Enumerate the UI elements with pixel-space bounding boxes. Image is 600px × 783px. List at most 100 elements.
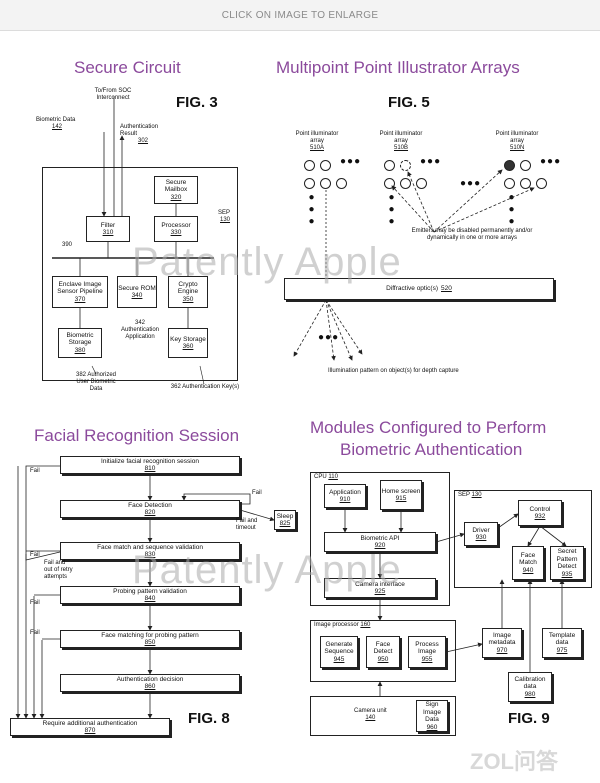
process-image-text: Process Image [415, 640, 439, 656]
sign-image-box[interactable]: Sign Image Data 960 [416, 700, 448, 732]
fail-4: Fail [30, 600, 40, 606]
dots-b-down: ●●● [386, 192, 397, 228]
control-num: 932 [534, 513, 546, 520]
filter-box[interactable]: Filter 310 [86, 216, 130, 242]
array-b-label: Point illuminator array [379, 131, 423, 144]
array-a-num: 510A [310, 145, 325, 151]
image-metadata-num: 970 [496, 646, 508, 654]
biometric-data-num: 142 [52, 124, 63, 130]
step-init-text: Initialize facial recognition session [101, 457, 199, 465]
step-init[interactable]: Initialize facial recognition session 81… [60, 456, 240, 474]
secure-mailbox-box[interactable]: Secure Mailbox 320 [154, 176, 198, 204]
biometric-api-box[interactable]: Biometric API 920 [324, 532, 436, 552]
secret-pattern-num: 935 [561, 570, 573, 578]
secure-rom-num: 340 [131, 292, 143, 299]
sep9-label: SEP 130 [458, 492, 482, 498]
step-face-matching-probing-text: Face matching for probing pattern [101, 631, 199, 639]
emitter-a1 [304, 160, 315, 171]
camera-interface-text: Camera interface [355, 580, 405, 588]
dots-a-down: ●●● [306, 192, 317, 228]
fig9-panel[interactable]: Modules Configured to Perform Biometric … [304, 414, 596, 740]
process-image-box[interactable]: Process Image 955 [408, 636, 446, 668]
emitter-a3 [304, 178, 315, 189]
driver-text: Driver [472, 526, 490, 534]
biometric-storage-box[interactable]: Biometric Storage 380 [58, 328, 102, 358]
step-face-match-text: Face match and sequence validation [97, 543, 203, 551]
face-match-num: 940 [522, 566, 534, 574]
cpu-label: CPU 110 [314, 474, 338, 480]
sep-num: 130 [220, 217, 231, 223]
emitter-n2 [520, 160, 531, 171]
emitter-n4 [520, 178, 531, 189]
step-face-match[interactable]: Face match and sequence validation 830 [60, 542, 240, 560]
control-box[interactable]: Control 932 [518, 500, 562, 526]
enclave-pipeline-box[interactable]: Enclave Image Sensor Pipeline 370 [52, 276, 108, 308]
face-detect-box[interactable]: Face Detect 950 [366, 636, 400, 668]
key-storage-num: 360 [182, 343, 194, 350]
step-probing-validation-text: Probing pattern validation [113, 587, 187, 595]
generate-sequence-box[interactable]: Generate Sequence 945 [320, 636, 358, 668]
diffractive-optic-box[interactable]: Diffractive optic(s) 520 [284, 278, 554, 300]
dots-rays: ●●● [318, 332, 340, 343]
fig9-heading-1: Modules Configured to Perform [310, 418, 547, 437]
home-screen-num: 915 [395, 495, 407, 502]
secure-rom-text: Secure ROM [118, 284, 156, 292]
fig3-panel[interactable]: Secure Circuit FIG. 3 To/From SOC Interc… [4, 36, 296, 408]
application-box[interactable]: Application 910 [324, 484, 366, 508]
emitter-b2 [400, 160, 411, 171]
sleep-text: Sleep [276, 512, 294, 520]
face-detect-text: Face Detect [373, 640, 393, 656]
processor-box[interactable]: Processor 330 [154, 216, 198, 242]
generate-sequence-num: 945 [333, 655, 345, 663]
array-n-num: 510N [510, 145, 525, 151]
face-match-box[interactable]: Face Match 940 [512, 546, 544, 580]
fail-timeout: Fail and timeout [236, 518, 258, 531]
process-image-num: 955 [421, 655, 433, 663]
biometric-api-num: 920 [374, 542, 386, 549]
biometric-api-text: Biometric API [360, 534, 400, 542]
crypto-engine-box[interactable]: Crypto Engine 350 [168, 276, 208, 308]
soc-interconnect-label: To/From SOC Interconnect [94, 88, 132, 101]
emitter-n1 [504, 160, 515, 171]
top-bar[interactable]: CLICK ON IMAGE TO ENLARGE [0, 0, 600, 31]
corner-logo: ZOL问答 [470, 749, 558, 774]
fig5-panel[interactable]: Multipoint Point Illustrator Arrays FIG.… [276, 36, 596, 408]
emitter-b5 [416, 178, 427, 189]
secure-rom-box[interactable]: Secure ROM 340 [117, 276, 157, 308]
calibration-text: Calibration data [514, 675, 546, 691]
emitter-b1 [384, 160, 395, 171]
require-additional-box[interactable]: Require additional authentication 870 [10, 718, 170, 736]
step-face-matching-probing-num: 850 [144, 639, 156, 646]
step-probing-validation-num: 840 [144, 595, 156, 602]
fail-retry: Fail and out of retry attempts [44, 560, 73, 580]
require-text: Require additional authentication [42, 719, 138, 727]
require-num: 870 [84, 727, 96, 734]
home-screen-box[interactable]: Home screen 915 [380, 480, 422, 510]
auth-result-num: 302 [138, 138, 149, 144]
enclave-num: 370 [74, 295, 86, 303]
emitter-a2 [320, 160, 331, 171]
face-detect-num: 950 [377, 655, 389, 663]
template-data-box[interactable]: Template data 975 [542, 628, 582, 658]
calibration-box[interactable]: Calibration data 980 [508, 672, 552, 702]
diffractive-num: 520 [441, 285, 452, 293]
emitter-n5 [536, 178, 547, 189]
array-a-label: Point illuminator array [295, 131, 339, 144]
calibration-num: 980 [524, 690, 536, 698]
illumination-note: Illumination pattern on object(s) for de… [328, 368, 459, 374]
template-data-num: 975 [556, 646, 568, 654]
driver-box[interactable]: Driver 930 [464, 522, 498, 546]
secret-pattern-box[interactable]: Secret Pattern Detect 935 [550, 546, 584, 580]
fail-1: Fail [30, 468, 40, 474]
fig8-panel[interactable]: Facial Recognition Session FIG. 8 Initia… [4, 414, 296, 740]
filter-text: Filter [100, 221, 116, 229]
processor-text: Processor [161, 221, 191, 229]
emitters-note: Emitters may be disabled permanently and… [411, 228, 533, 241]
sleep-num: 825 [279, 520, 291, 527]
fig3-heading: Secure Circuit [74, 58, 181, 77]
image-metadata-box[interactable]: Image metadata 970 [482, 628, 522, 658]
key-storage-box[interactable]: Key Storage 360 [168, 328, 208, 358]
dots-mid: ●●● [460, 178, 482, 189]
fig3-connectors [52, 96, 214, 385]
